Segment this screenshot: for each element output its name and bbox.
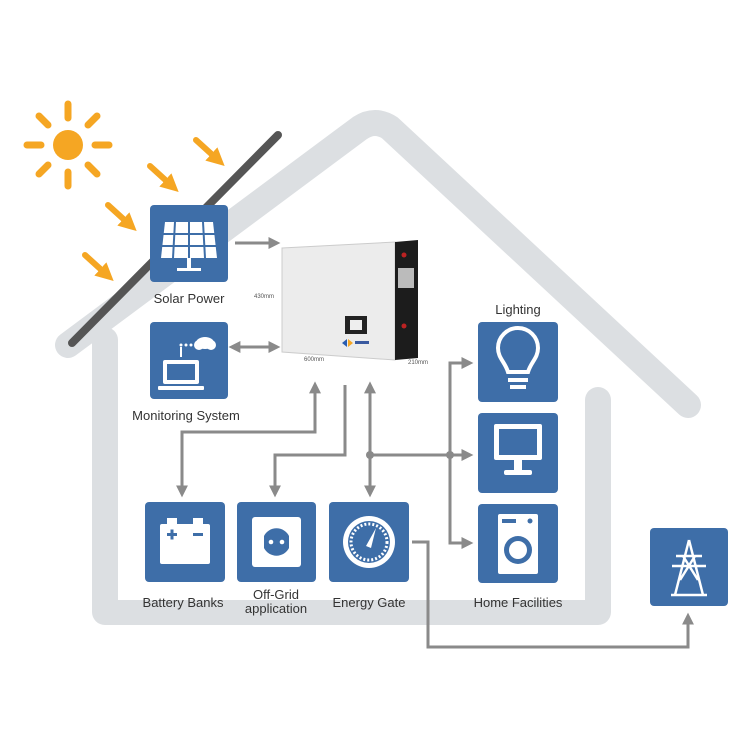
house-outline (55, 110, 701, 625)
computer-monitoring-icon (158, 337, 216, 390)
battery-icon (160, 518, 210, 564)
sun-icon (23, 100, 113, 190)
energy-gate-label: Energy Gate (332, 595, 406, 610)
sunlight-arrows (82, 137, 225, 282)
battery-banks-label: Battery Banks (142, 595, 224, 610)
off-grid-label-line2: application (244, 601, 308, 616)
solar-panel-icon (161, 221, 217, 271)
washing-machine-icon (498, 514, 538, 574)
monitoring-system-label: Monitoring System (132, 408, 240, 423)
power-tower-icon (671, 539, 707, 597)
power-socket-icon (252, 517, 301, 567)
connectors (176, 237, 694, 649)
product-depth-dim: 210mm (408, 360, 429, 366)
lighting-box[interactable] (478, 322, 558, 402)
lighting-label: Lighting (495, 302, 541, 317)
solar-power-label: Solar Power (153, 291, 225, 306)
light-bulb-icon (495, 326, 541, 389)
monitor-icon (494, 424, 542, 475)
product-height-dim: 430mm (254, 294, 275, 300)
off-grid-label-line1: Off-Grid (253, 587, 299, 602)
gauge-icon (343, 516, 395, 568)
product-width-dim: 600mm (304, 357, 325, 363)
home-facilities-label: Home Facilities (473, 595, 563, 610)
battery-product-image (281, 240, 418, 361)
